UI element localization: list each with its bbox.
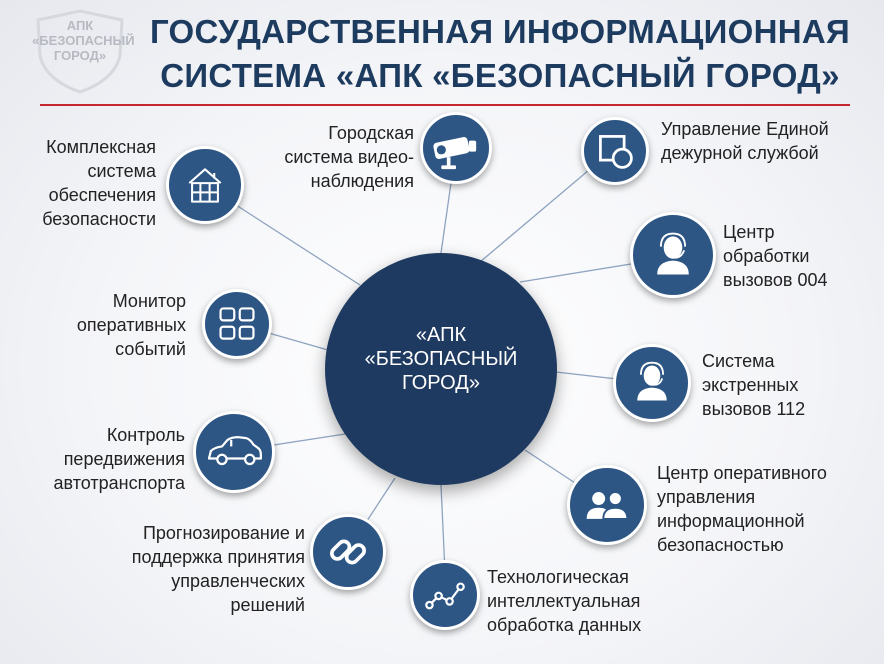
label-forecasting: Прогнозирование и поддержка принятия упр… [131, 523, 305, 615]
node-infosec-center[interactable] [567, 465, 647, 545]
page-title-line1: ГОСУДАРСТВЕННАЯ ИНФОРМАЦИОННАЯ [149, 13, 851, 50]
label-complex-security: Комплексная система обеспечения безопасн… [42, 137, 156, 229]
page-title-line2: СИСТЕМА «АПК «БЕЗОПАСНЫЙ ГОРОД» [160, 57, 840, 94]
label-video-surveillance: Городская система видео- наблюдения [284, 123, 414, 191]
node-unified-dispatch[interactable] [581, 117, 649, 185]
node-monitor-events[interactable] [202, 289, 272, 359]
label-emergency-112: Система экстренных вызовов 112 [702, 351, 806, 419]
label-data-processing: Технологическая интеллектуальная обработ… [487, 567, 642, 635]
node-data-processing[interactable] [410, 560, 480, 630]
label-center-004: Центр обработки вызовов 004 [723, 222, 828, 290]
label-infosec-center: Центр оперативного управления информацио… [657, 463, 827, 555]
node-forecasting[interactable] [310, 514, 386, 590]
node-complex-security[interactable] [166, 146, 244, 224]
operator-headset-icon [637, 361, 667, 401]
node-video-surveillance[interactable] [420, 112, 492, 184]
car-icon [207, 436, 262, 466]
label-unified-dispatch: Управление Единой дежурной службой [661, 119, 829, 163]
logo-text-line2: «БЕЗОПАСНЫЙ [32, 33, 135, 48]
logo-text-line1: АПК [66, 18, 94, 33]
title-divider [40, 104, 850, 106]
node-vehicle-control[interactable] [193, 411, 275, 493]
logo-shield-icon [36, 9, 124, 94]
grid-monitor-icon [219, 307, 255, 340]
users-icon [586, 491, 629, 520]
link-chain-icon [330, 539, 366, 565]
operator-headset-icon [657, 232, 689, 275]
dispatch-square-icon [599, 135, 633, 169]
label-vehicle-control: Контроль передвижения автотранспорта [53, 425, 185, 493]
hub-label: «АПК «БЕЗОПАСНЫЙ ГОРОД» [364, 324, 518, 394]
data-graph-icon [425, 582, 465, 610]
building-icon [188, 168, 222, 203]
cctv-camera-icon [433, 136, 477, 170]
hub-circle [325, 253, 557, 485]
node-center-004[interactable] [630, 212, 716, 298]
node-emergency-112[interactable] [613, 344, 691, 422]
label-monitor-events: Монитор оперативных событий [76, 291, 186, 359]
logo-text-line3: ГОРОД» [53, 48, 107, 63]
